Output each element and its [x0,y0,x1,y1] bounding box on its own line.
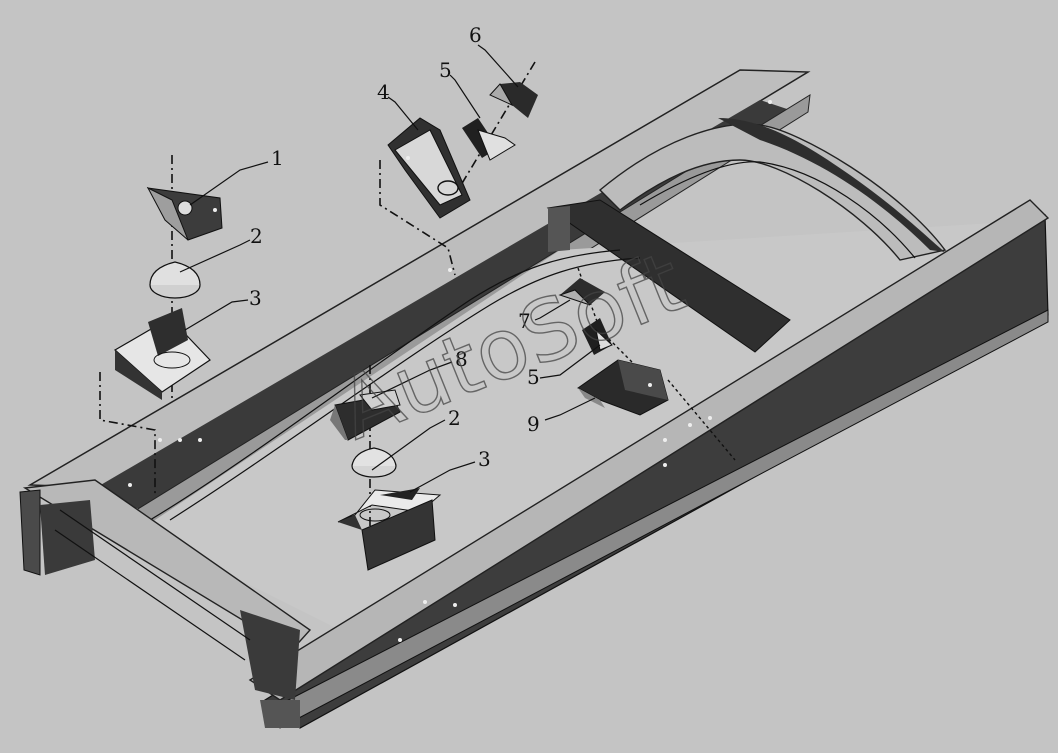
callout-2-lower: 2 [448,406,461,430]
callout-9: 9 [527,412,540,436]
callout-8: 8 [455,347,468,371]
callout-5-upper: 5 [439,58,452,82]
right-engine-mount-assembly [558,267,736,461]
callout-1: 1 [271,146,284,170]
callout-3-upper: 3 [249,286,262,310]
callout-3-lower: 3 [478,447,491,471]
callout-2-upper: 2 [250,224,263,248]
chassis-frame [19,69,1050,729]
left-engine-mount-assembly [99,155,223,495]
callout-5-lower: 5 [527,365,540,389]
callout-labels: 1 2 3 4 5 6 7 8 5 2 9 3 [249,23,540,471]
middle-engine-mount-assembly [330,365,442,571]
callout-leaders [179,44,601,493]
callout-7: 7 [518,309,531,333]
callout-4: 4 [377,80,390,104]
callout-6: 6 [469,23,482,47]
rear-engine-mount-assembly [379,61,538,276]
